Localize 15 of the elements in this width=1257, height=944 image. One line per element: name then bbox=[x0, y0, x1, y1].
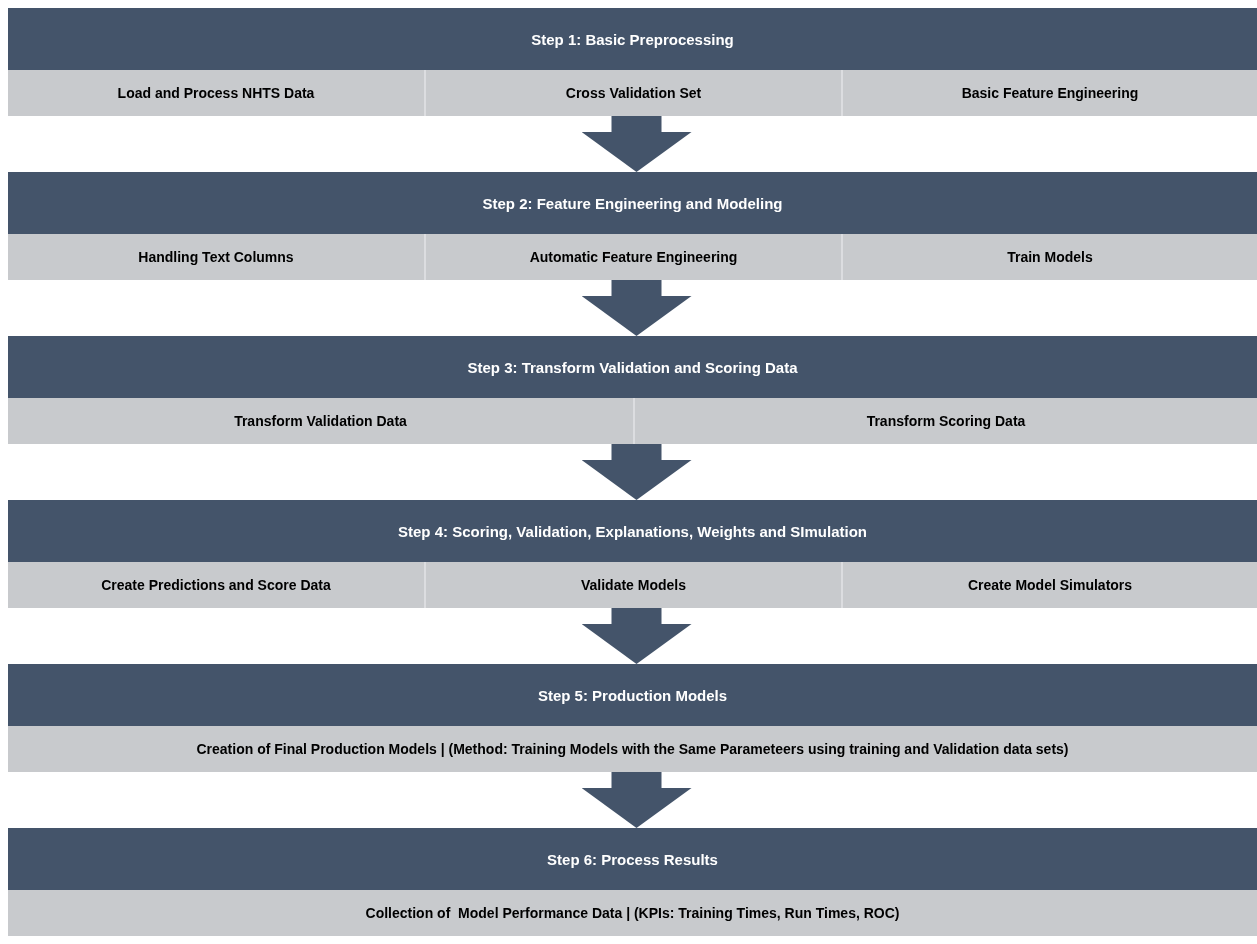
step-panel bbox=[8, 172, 1257, 280]
step-panel bbox=[8, 336, 1257, 444]
step-heading: Step 6: Process Results bbox=[8, 828, 1257, 890]
down-arrow bbox=[581, 772, 692, 828]
step-heading: Step 1: Basic Preprocessing bbox=[8, 8, 1257, 70]
down-arrow bbox=[581, 444, 692, 500]
step-heading: Step 3: Transform Validation and Scoring Data bbox=[8, 336, 1257, 398]
step-heading: Step 5: Production Models bbox=[8, 664, 1257, 726]
step-panel bbox=[8, 500, 1257, 608]
down-arrow bbox=[581, 280, 692, 336]
down-arrow bbox=[581, 116, 692, 172]
step-heading: Step 2: Feature Engineering and Modeling bbox=[8, 172, 1257, 234]
step-panel bbox=[8, 8, 1257, 116]
step-heading: Step 4: Scoring, Validation, Explanations, Weights and SImulation bbox=[8, 500, 1257, 562]
down-arrow bbox=[581, 608, 692, 664]
